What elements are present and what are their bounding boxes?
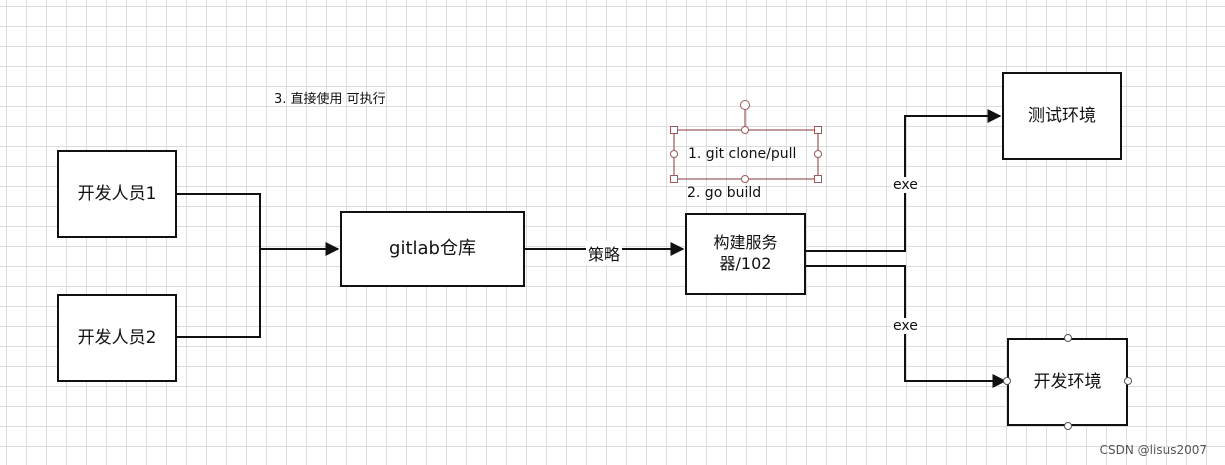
edge-label-exe-bottom: exe xyxy=(891,318,920,334)
connection-point-top[interactable] xyxy=(1064,334,1072,342)
resize-handle-top-right[interactable] xyxy=(814,126,822,134)
node-dev-env[interactable]: 开发环境 xyxy=(1007,338,1128,426)
node-developer-2-label: 开发人员2 xyxy=(77,327,157,348)
resize-handle-bottom-left[interactable] xyxy=(670,175,678,183)
rotate-handle[interactable] xyxy=(740,100,750,110)
resize-handle-top-left[interactable] xyxy=(670,126,678,134)
connection-point-bottom[interactable] xyxy=(1064,422,1072,430)
node-gitlab-repo-label: gitlab仓库 xyxy=(389,238,476,260)
edge-dev1-to-gitlab xyxy=(177,193,261,249)
node-test-env[interactable]: 测试环境 xyxy=(1002,72,1122,160)
edge-dev2-to-gitlab xyxy=(177,249,261,338)
step-git-clone-pull[interactable]: 1. git clone/pull xyxy=(688,146,797,162)
node-build-server-label: 构建服务器/102 xyxy=(713,233,778,273)
node-build-server[interactable]: 构建服务器/102 xyxy=(685,213,806,295)
node-test-env-label: 测试环境 xyxy=(1028,105,1096,126)
node-developer-1-label: 开发人员1 xyxy=(77,183,157,204)
annotation-direct-use: 3. 直接使用 可执行 xyxy=(274,92,386,107)
resize-handle-bottom-middle[interactable] xyxy=(741,175,749,183)
connection-point-right[interactable] xyxy=(1124,377,1132,385)
watermark: CSDN @lisus2007 xyxy=(1099,443,1207,457)
node-developer-1[interactable]: 开发人员1 xyxy=(57,150,177,238)
resize-handle-bottom-right[interactable] xyxy=(814,175,822,183)
edge-label-strategy: 策略 xyxy=(586,241,623,265)
step-go-build: 2. go build xyxy=(687,185,762,201)
node-dev-env-label: 开发环境 xyxy=(1033,371,1102,392)
connection-point-left[interactable] xyxy=(1003,377,1011,385)
node-developer-2[interactable]: 开发人员2 xyxy=(57,294,177,382)
resize-handle-middle-right[interactable] xyxy=(814,150,822,158)
resize-handle-top-middle[interactable] xyxy=(741,126,749,134)
node-gitlab-repo[interactable]: gitlab仓库 xyxy=(340,211,525,287)
resize-handle-middle-left[interactable] xyxy=(670,150,678,158)
edge-label-exe-top: exe xyxy=(891,177,920,193)
